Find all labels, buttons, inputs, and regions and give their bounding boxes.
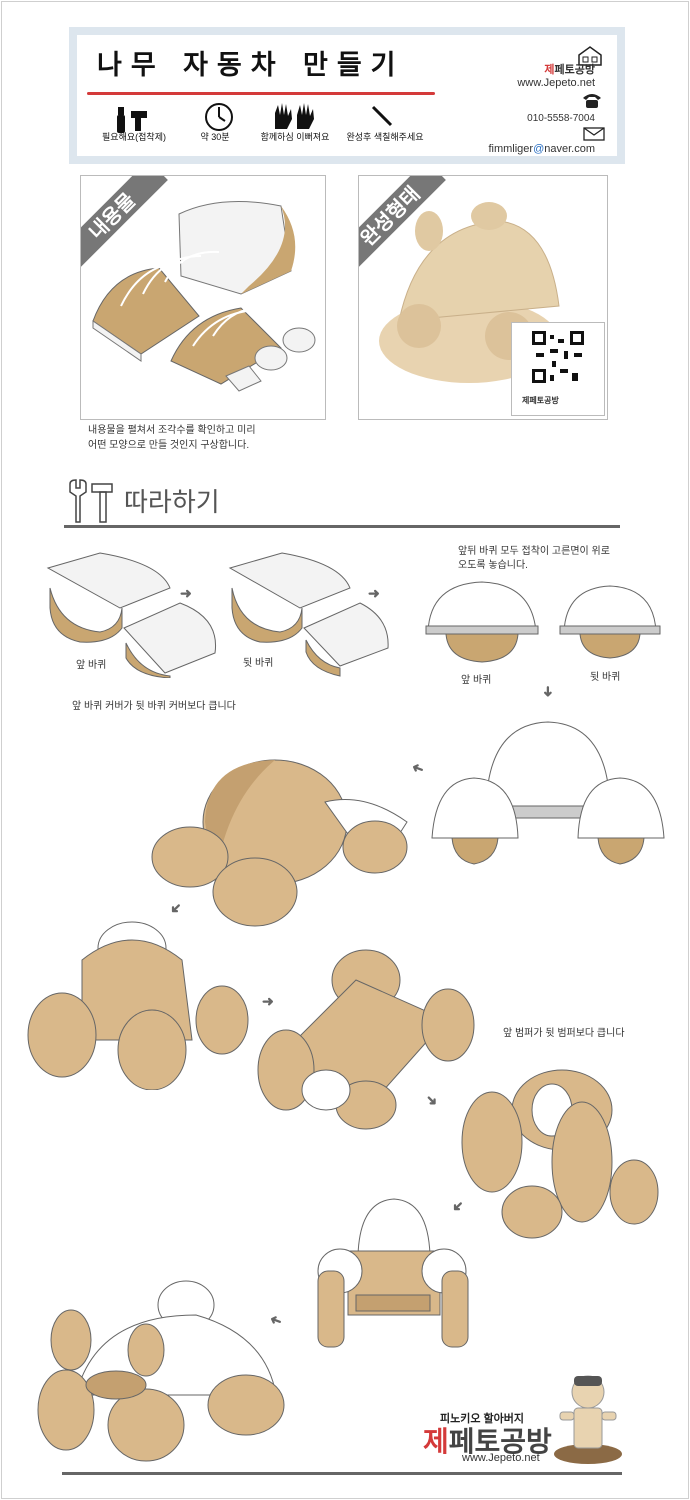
rear-wheel-label-1: 뒷 바퀴 [243, 658, 274, 669]
telephone-icon [583, 94, 601, 108]
header-email[interactable]: fimmliger@naver.com [488, 143, 595, 155]
clock-icon [205, 103, 233, 131]
pinocchio-figure-icon [554, 1375, 622, 1464]
tools-icon [69, 479, 113, 523]
header-website[interactable]: www.Jepeto.net [517, 77, 595, 89]
header-banner: 나무 자동차 만들기 필요해요(접착제) 약 30분 함께하심 이뻐져요 완성후… [69, 27, 625, 164]
glue-gun-icon [117, 107, 147, 133]
step-arrow-6: ➜ [262, 993, 274, 1009]
wood-pieces-illustration [92, 201, 316, 392]
qr-brand-label: 제페토공방 [522, 396, 559, 405]
car-finished-illustration [37, 1280, 285, 1462]
car-front-view-illustration [317, 1198, 469, 1348]
bumper-size-note: 앞 범퍼가 뒷 범퍼보다 큽니다 [503, 1028, 625, 1039]
header-paper: 나무 자동차 만들기 필요해요(접착제) 약 30분 함께하심 이뻐져요 완성후… [77, 35, 617, 156]
body-top-view-illustration [431, 721, 665, 865]
header-phone: 010-5558-7004 [527, 113, 595, 124]
footer-website[interactable]: www.Jepeto.net [462, 1452, 540, 1464]
req-label-together: 함께하심 이뻐져요 [260, 132, 330, 142]
step-arrow-3: ➜ [540, 685, 557, 698]
title-underline [87, 92, 435, 95]
car-assembly-step-5 [461, 1069, 659, 1239]
front-wheel-label-2: 앞 바퀴 [461, 675, 492, 686]
req-label-time: 약 30분 [200, 132, 230, 142]
finished-photo: 완성형태 제페토공방 [358, 175, 608, 420]
section-divider [64, 525, 620, 528]
footer-subtitle: 피노키오 할아버지 [440, 1413, 525, 1425]
step-arrow-1: ➜ [180, 585, 192, 601]
section-title: 따라하기 [124, 488, 220, 518]
contents-caption: 내용물을 펼쳐서 조각수를 확인하고 미리 어떤 모양으로 만들 것인지 구상합… [88, 425, 256, 451]
qr-code-icon [530, 329, 586, 385]
req-label-glue: 필요해요(접착제) [102, 132, 166, 142]
footer-divider [62, 1472, 622, 1475]
page-title: 나무 자동차 만들기 [97, 50, 405, 81]
footer-brand: 제페토공방 [423, 1425, 552, 1458]
contents-photo: 내용물 [80, 175, 326, 420]
car-assembly-step-4 [257, 949, 475, 1130]
wheels-flat-illustration [425, 581, 661, 663]
car-assembly-step-2 [151, 759, 408, 927]
step-arrow-2: ➜ [368, 585, 380, 601]
pen-icon [371, 105, 393, 127]
qr-code-card: 제페토공방 [511, 322, 605, 416]
flat-side-note-line2: 오도록 놓습니다. [458, 560, 528, 571]
car-assembly-step-3 [27, 921, 249, 1090]
flat-side-note-line1: 앞뒤 바퀴 모두 접착이 고른면이 위로 [458, 546, 610, 557]
front-wheel-label-1: 앞 바퀴 [76, 660, 107, 671]
hands-icon [275, 103, 314, 129]
cover-size-note: 앞 바퀴 커버가 뒷 바퀴 커버보다 큽니다 [72, 701, 236, 712]
house-icon [578, 46, 602, 66]
rear-wheel-label-2: 뒷 바퀴 [590, 672, 621, 683]
header-brand: 제페토공방 [544, 64, 595, 76]
req-label-paint: 완성후 색칠해주세요 [346, 132, 424, 142]
mail-icon [583, 127, 605, 141]
wheel-assembly-illustration [46, 552, 389, 678]
